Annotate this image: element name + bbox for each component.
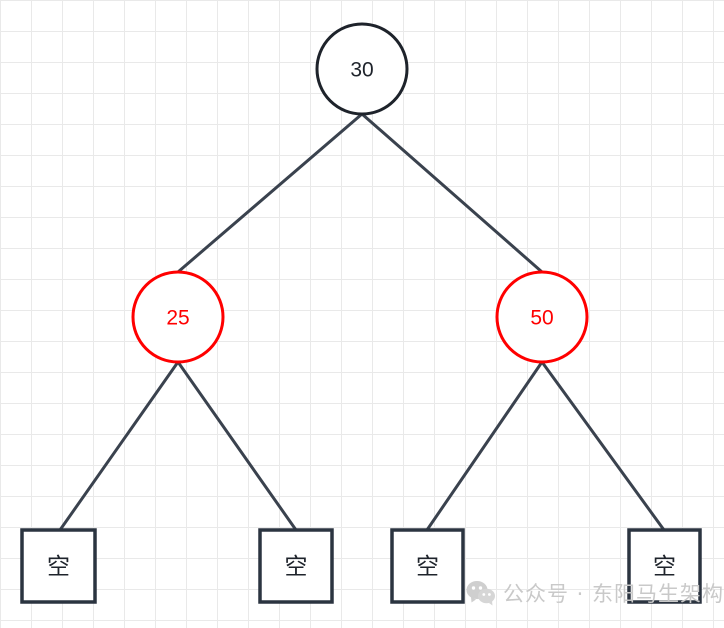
edge-group	[58, 112, 666, 532]
leaf-node-1[interactable]: 空	[20, 528, 97, 604]
edge-left-to-leaf-1	[58, 360, 180, 532]
leaf-group: 空 空 空 空	[20, 528, 702, 604]
edge-left-to-leaf-2	[176, 360, 298, 532]
edge-right-to-leaf-4	[540, 360, 666, 532]
leaf-label-4: 空	[653, 554, 676, 580]
node-circle-right[interactable]	[495, 270, 589, 364]
leaf-label-1: 空	[47, 554, 70, 580]
leaf-box-4[interactable]	[627, 528, 702, 604]
node-label-left: 25	[166, 307, 189, 330]
node-label-right: 50	[530, 307, 553, 330]
leaf-box-2[interactable]	[258, 528, 334, 604]
leaf-box-3[interactable]	[390, 528, 465, 604]
leaf-node-3[interactable]: 空	[390, 528, 465, 604]
tree-node-root[interactable]: 30	[315, 22, 409, 116]
tree-node-right[interactable]: 50	[495, 270, 589, 364]
edge-root-to-right-child	[360, 112, 544, 274]
leaf-node-2[interactable]: 空	[258, 528, 334, 604]
leaf-label-2: 空	[285, 554, 308, 580]
node-circle-root[interactable]	[315, 22, 409, 116]
node-group: 30 25 50	[131, 22, 589, 364]
tree-node-left[interactable]: 25	[131, 270, 225, 364]
edge-right-to-leaf-3	[425, 360, 544, 532]
leaf-label-3: 空	[416, 554, 439, 580]
node-label-root: 30	[350, 59, 373, 82]
leaf-node-4[interactable]: 空	[627, 528, 702, 604]
edge-root-to-left-child	[176, 112, 364, 274]
node-circle-left[interactable]	[131, 270, 225, 364]
leaf-box-1[interactable]	[20, 528, 97, 604]
